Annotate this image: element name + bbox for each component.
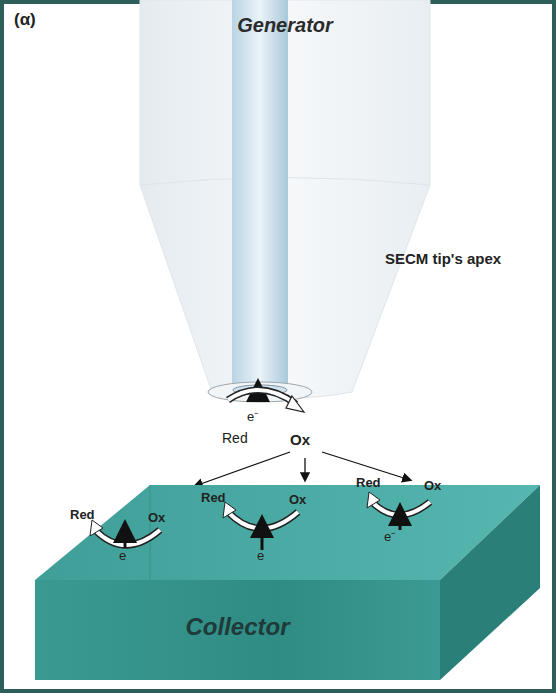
species-label: e xyxy=(257,548,264,563)
node-title: Generator xyxy=(237,14,333,37)
species-label: Ox xyxy=(148,510,165,525)
collector-block: Collector xyxy=(35,585,440,680)
species-label: (α) xyxy=(14,10,36,30)
species-label: Ox xyxy=(290,431,310,448)
species-label: Red xyxy=(70,507,95,522)
species-label: Red xyxy=(222,430,248,446)
species-label: e⁻ xyxy=(247,407,258,425)
species-label: Red xyxy=(201,490,226,505)
species-label: e⁻ xyxy=(384,527,395,545)
species-label: e xyxy=(119,548,126,563)
species-label: SECM tip's apex xyxy=(385,250,501,267)
generator-tip: Generator xyxy=(140,0,430,180)
species-label: Ox xyxy=(424,478,441,493)
species-label: Ox xyxy=(289,492,306,507)
species-label: Red xyxy=(356,475,381,490)
node-title: Collector xyxy=(185,613,289,641)
